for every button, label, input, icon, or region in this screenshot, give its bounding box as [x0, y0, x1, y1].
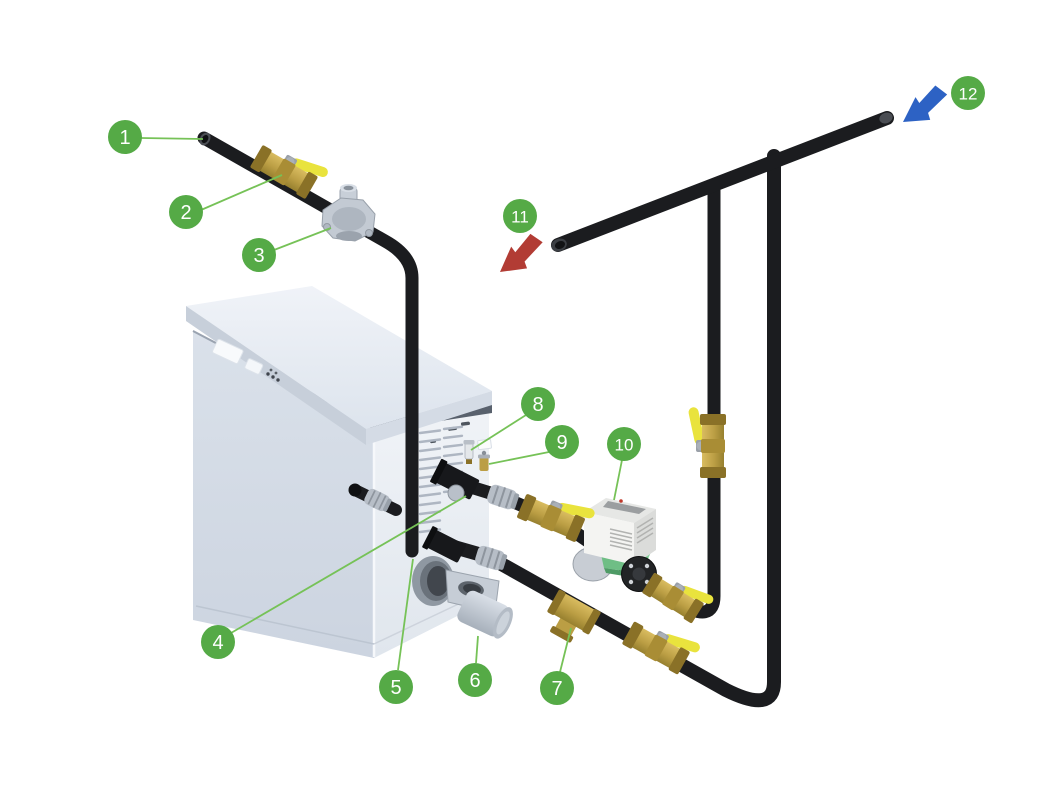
callout-number: 4 [212, 632, 223, 654]
riser-valve [687, 406, 726, 478]
callout-number: 8 [532, 394, 543, 416]
callout-11-hot-water-outlet-flow: 11 [503, 199, 537, 233]
air-vent-fitting [463, 440, 475, 464]
callout-number: 9 [556, 432, 567, 454]
gas-pipe [197, 131, 419, 558]
callout-9-relief-valve-fitting: 9 [545, 425, 579, 459]
pump-led [619, 499, 623, 503]
callout-number: 10 [615, 436, 634, 455]
callout-number: 2 [180, 202, 191, 224]
callout-number: 7 [551, 678, 562, 700]
callout-8-air-vent-fitting: 8 [521, 387, 555, 421]
callout-number: 12 [959, 85, 978, 104]
cold-inlet-flow-arrow [903, 85, 948, 122]
callout-circle [503, 199, 537, 233]
unit-lid-front-edge [186, 306, 366, 445]
pump-grill [609, 517, 654, 551]
callout-circle [201, 625, 235, 659]
callout-circle [458, 663, 492, 697]
callout-leaders [140, 137, 623, 673]
callout-circle [169, 195, 203, 229]
hot-outlet-connection [430, 440, 490, 502]
cold-line-tee [547, 589, 601, 643]
pump-controller-front [584, 512, 634, 565]
relief-fitting [478, 450, 490, 471]
unit-plinth-seam-left [195, 605, 375, 645]
callout-10-circulator-pump: 10 [607, 427, 641, 461]
gas-supply-line [197, 131, 419, 558]
callout-circle [607, 427, 641, 461]
callout-circle [108, 120, 142, 154]
callout-circle [521, 387, 555, 421]
callout-circle [242, 238, 276, 272]
callout-circle [545, 425, 579, 459]
callout-5-gas-pipe-drop: 5 [379, 670, 413, 704]
gas-pressure-regulator [321, 184, 376, 242]
callout-12-cold-water-inlet-flow: 12 [951, 76, 985, 110]
callout-number: 11 [511, 208, 529, 227]
hot-line-union [484, 482, 522, 513]
callout-3-gas-pressure-regulator: 3 [242, 238, 276, 272]
callout-number: 3 [253, 245, 264, 267]
callout-2-gas-shutoff-ball-valve: 2 [169, 195, 203, 229]
callout-6-vent-elbow-outlet: 6 [458, 663, 492, 697]
vent-assembly [412, 556, 513, 639]
top-header-pipe [551, 111, 894, 252]
callout-circle [540, 671, 574, 705]
callout-1-gas-supply-pipe-inlet: 1 [108, 120, 142, 154]
callout-number: 6 [469, 670, 480, 692]
side-intake-stub [348, 483, 402, 516]
unit-lid-right-edge [366, 391, 492, 445]
hot-outlet-flow-arrow [500, 233, 543, 272]
cold-water-line [433, 149, 781, 708]
callout-7-cold-line-tee-fitting: 7 [540, 671, 574, 705]
callout-number: 1 [119, 127, 130, 149]
callout-number: 5 [390, 677, 401, 699]
pump-controller-side [634, 509, 656, 565]
callout-circle [951, 76, 985, 110]
circulator-pump [572, 498, 657, 592]
pump-controller-top [584, 498, 656, 523]
cold-inlet-connection [422, 526, 466, 563]
lid-labels [212, 338, 280, 382]
vent-elbow-cylinder [457, 590, 513, 639]
pump-flange [621, 556, 657, 592]
callout-4-gas-connection-fitting: 4 [201, 625, 235, 659]
callout-circle [379, 670, 413, 704]
